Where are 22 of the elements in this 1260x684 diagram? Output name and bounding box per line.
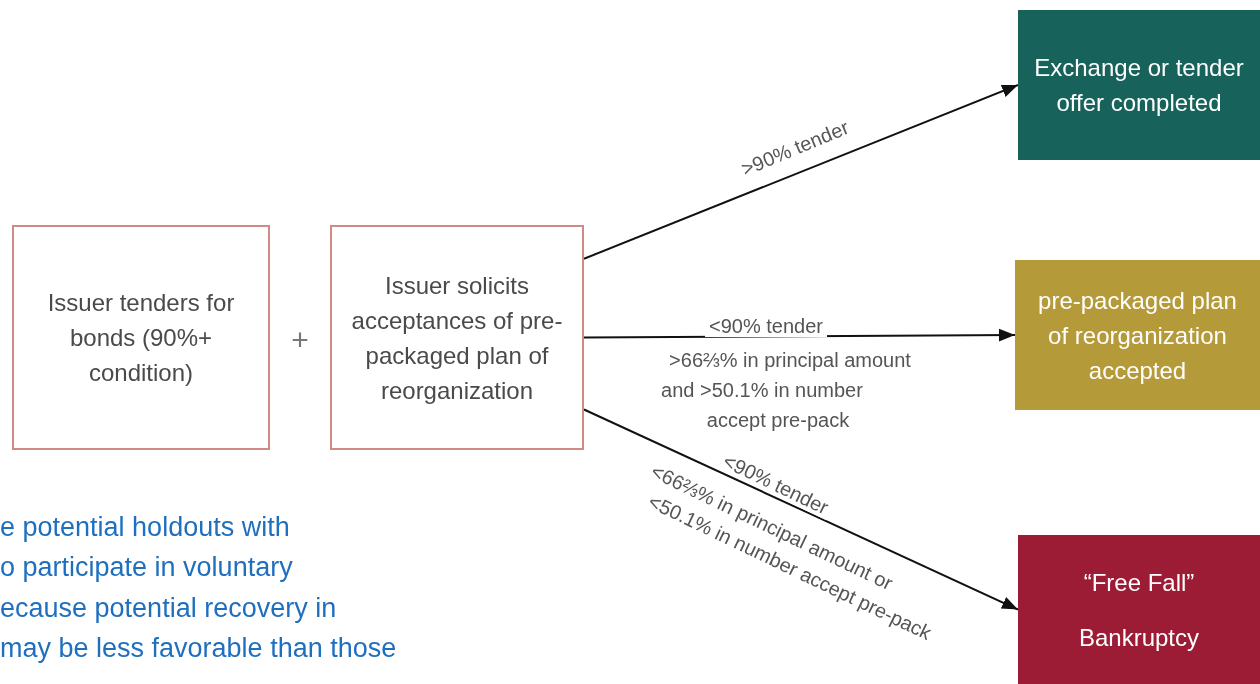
process-box	[330, 225, 584, 450]
node-text: pre-packaged plan of reorganization accepted	[1037, 285, 1238, 386]
plus-sign: +	[291, 325, 309, 355]
node-text: Issuer solicits acceptances of pre-packaged plan of reorganization	[350, 270, 564, 406]
outcome-box	[1018, 535, 1260, 684]
arrow	[583, 84, 1019, 260]
condition-text: and >50.1% in number	[661, 378, 863, 403]
outcome-box	[1018, 10, 1260, 160]
note-text: ecause potential recovery in	[0, 593, 337, 623]
condition-text: >66⅔% in principal amount	[669, 348, 911, 373]
node-text: “Free Fall”	[1083, 567, 1195, 598]
arrow	[583, 408, 1019, 611]
edge-label: <90% tender	[705, 315, 827, 337]
note-text: may be less favorable than those	[0, 633, 397, 663]
process-box	[12, 225, 270, 450]
note-text: e potential holdouts with	[0, 512, 290, 542]
outcome-box	[1015, 260, 1260, 410]
condition-text: accept pre-pack	[706, 408, 850, 433]
node-text: Bankruptcy	[1078, 622, 1200, 653]
node-text: Issuer tenders for bonds (90%+ condition)	[46, 288, 236, 388]
note-text: o participate in voluntary	[0, 552, 293, 582]
node-text: Exchange or tender offer completed	[1033, 53, 1245, 118]
